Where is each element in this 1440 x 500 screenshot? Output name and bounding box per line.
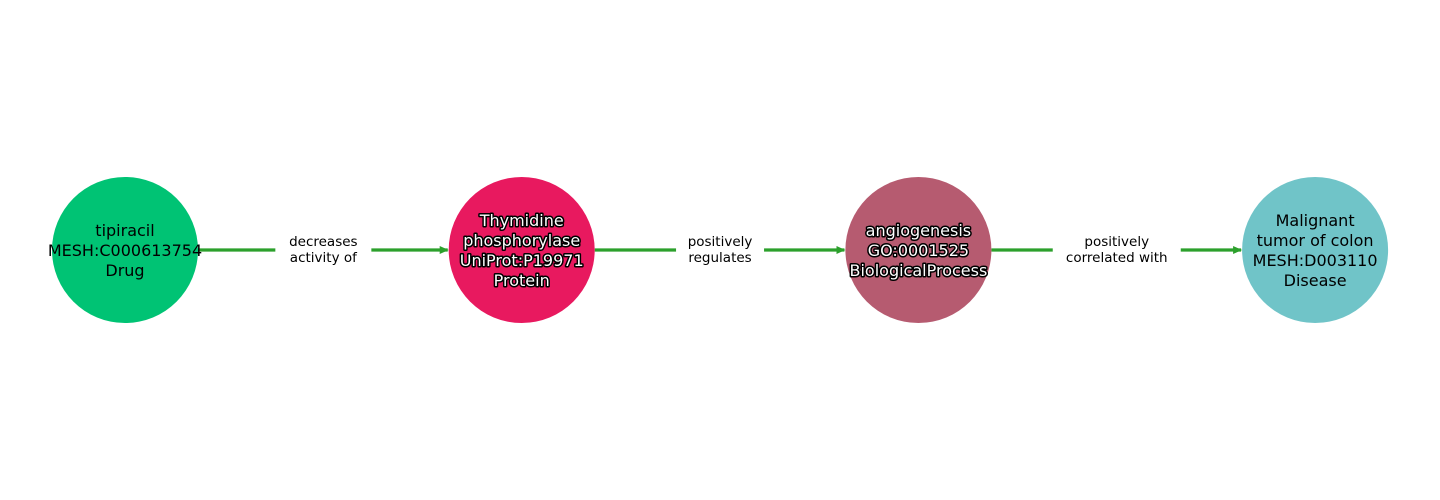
node-label-line: tumor of colon [1257, 231, 1374, 250]
node-label-line: GO:0001525 [868, 241, 969, 260]
edge-label-line: activity of [290, 250, 358, 266]
node-circle[interactable] [52, 177, 198, 323]
edge-label-background [1052, 232, 1181, 268]
edge-label-line: positively [688, 234, 753, 250]
node-label-line: Drug [105, 261, 144, 280]
node-circle[interactable] [1242, 177, 1389, 323]
edge-label-line: regulates [688, 250, 751, 266]
edge-label-background [676, 232, 765, 268]
edge-label-background [275, 232, 372, 268]
node-label-line: UniProt:P19971 [460, 251, 584, 270]
node-label-line: phosphorylase [463, 231, 580, 250]
node-label-line: Malignant [1276, 211, 1355, 230]
node-label-line: angiogenesis [866, 221, 971, 240]
node-thymidine-phosphorylase[interactable]: ThymidinephosphorylaseUniProt:P19971Prot… [448, 177, 595, 323]
node-label-line: tipiracil [95, 221, 154, 240]
node-label-line: MESH:D003110 [1253, 251, 1378, 270]
node-circle[interactable] [448, 177, 595, 323]
node-circle[interactable] [845, 177, 992, 323]
node-label-line: Thymidine [479, 211, 564, 230]
edge-label-line: positively [1084, 234, 1149, 250]
node-label-line: Disease [1284, 271, 1347, 290]
node-label-line: Protein [494, 271, 550, 290]
edge-label-line: decreases [289, 234, 358, 250]
node-label-line: MESH:C000613754 [48, 241, 202, 260]
edge-label-line: correlated with [1066, 250, 1168, 266]
node-label-line: BiologicalProcess [850, 261, 988, 280]
